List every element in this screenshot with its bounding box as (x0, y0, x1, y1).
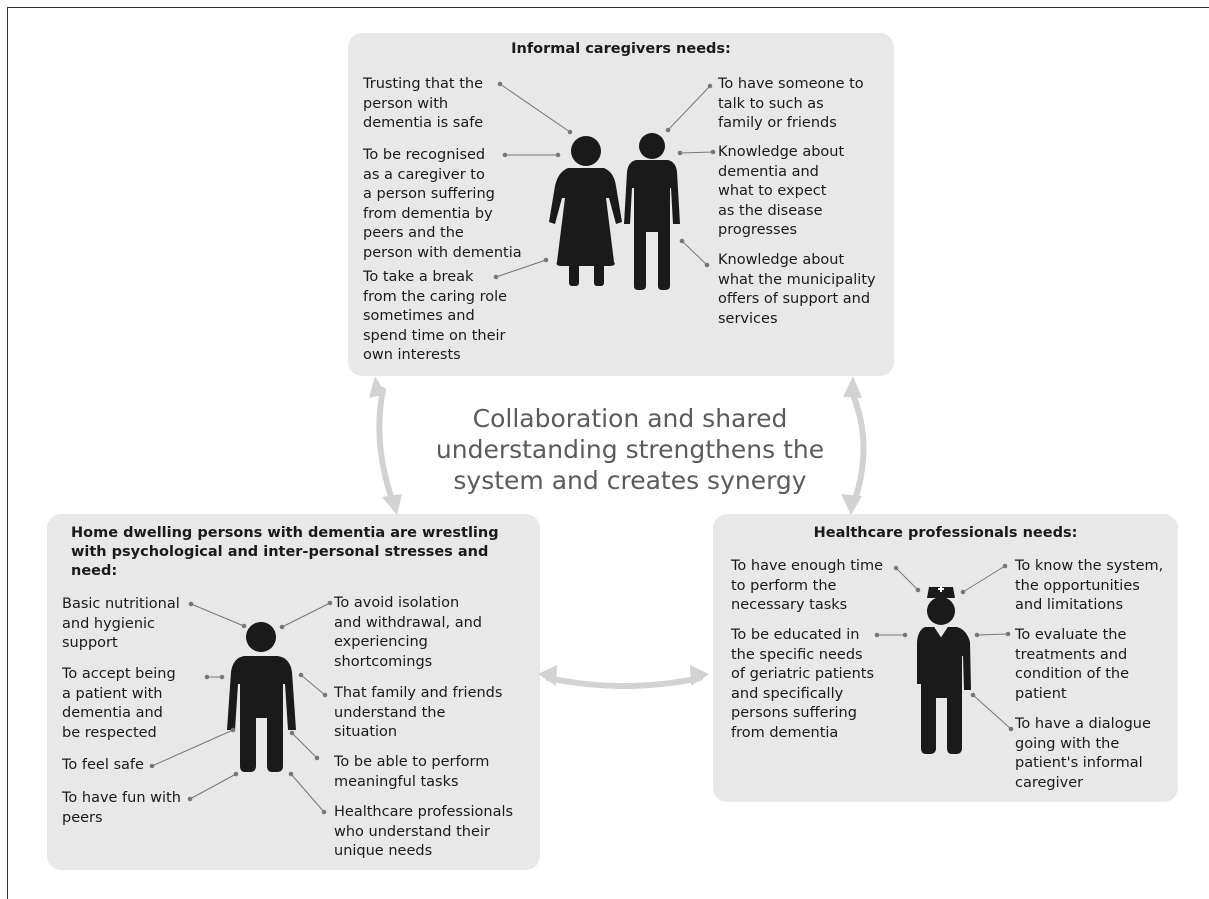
figure-frame (7, 7, 1209, 899)
bottom-arrow-head-right (690, 665, 709, 686)
man-caregiver-icon (624, 133, 680, 290)
nurse-icon (917, 586, 971, 754)
bottom-double-arrow (545, 675, 703, 689)
person-with-dementia-icon (227, 622, 296, 772)
right-double-arrow (848, 387, 867, 508)
right-arrow-head-top (843, 376, 862, 398)
patient-need-support: Basic nutritional and hygienic support (62, 596, 180, 651)
caregiver-need-break: To take a break from the caring role som… (363, 269, 508, 363)
left-double-arrow (376, 387, 397, 508)
left-arrow-head-bottom (382, 494, 402, 515)
collaboration-message: Collaboration and shared understanding s… (435, 404, 825, 495)
patients-panel (47, 514, 540, 870)
professional-need-know-system: To know the system, the opportunities an… (1015, 558, 1164, 613)
caregiver-need-knowledge-dementia: Knowledge about dementia and what to exp… (718, 144, 845, 238)
patient-need-fun: To have fun with peers (62, 790, 181, 826)
caregivers-panel (348, 33, 894, 376)
left-arrow-head-top (369, 376, 386, 398)
connector-lines (149, 81, 1014, 815)
patients-title: Home dwelling persons with dementia are … (71, 525, 499, 579)
caregiver-need-recognition: To be recognised as a caregiver to a per… (363, 147, 522, 261)
caregivers-title: Informal caregivers needs: (511, 41, 731, 57)
patient-need-safety: To feel safe (62, 757, 144, 773)
patient-need-understanding: That family and friends understand the s… (334, 685, 503, 740)
professionals-title: Healthcare professionals needs: (813, 525, 1078, 541)
caregiver-need-trust: Trusting that the person with dementia i… (363, 76, 484, 131)
woman-caregiver-icon (549, 136, 622, 286)
patient-need-professionals: Healthcare professionals who understand … (334, 804, 514, 859)
professional-need-dialogue: To have a dialogue going with the patien… (1015, 716, 1151, 791)
bottom-arrow-head-left (538, 665, 557, 686)
patient-need-meaningful-tasks: To be able to perform meaningful tasks (334, 754, 490, 790)
right-arrow-head-bottom (841, 494, 862, 515)
caregiver-need-talk: To have someone to talk to such as famil… (718, 76, 864, 131)
professional-need-time: To have enough time to perform the neces… (731, 558, 883, 613)
professional-need-education: To be educated in the specific needs of … (731, 627, 874, 741)
patient-need-acceptance: To accept being a patient with dementia … (62, 666, 176, 741)
patient-need-avoid-isolation: To avoid isolation and withdrawal, and e… (334, 595, 482, 670)
professional-need-evaluate: To evaluate the treatments and condition… (1015, 627, 1130, 702)
caregiver-need-knowledge-municipality: Knowledge about what the municipality of… (718, 252, 876, 327)
